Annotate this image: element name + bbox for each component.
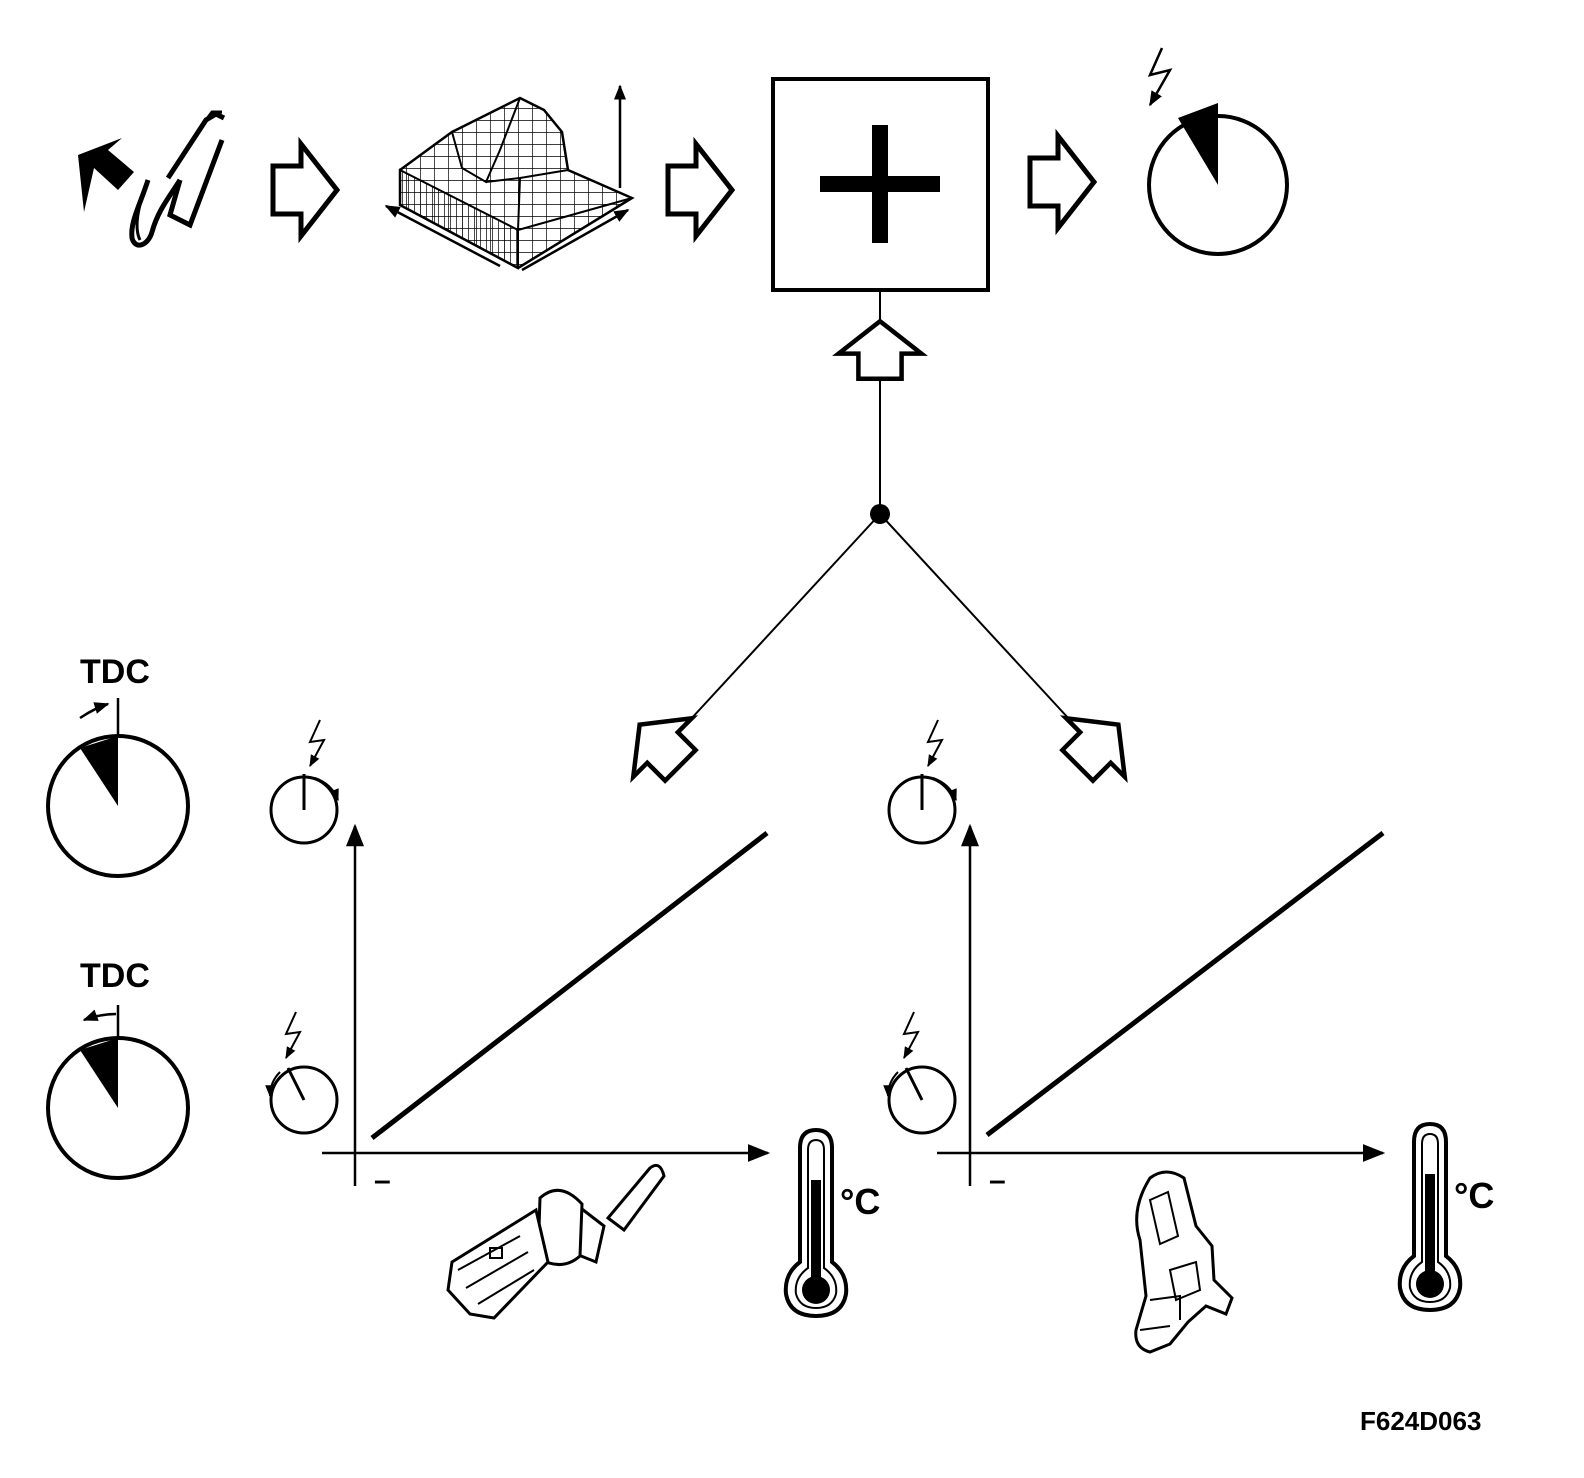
connector-lines bbox=[689, 290, 1071, 721]
tdc-label-bottom: TDC bbox=[80, 957, 150, 995]
air-temperature-sensor-icon bbox=[1134, 1170, 1234, 1354]
minus-label-right: – bbox=[989, 1164, 1006, 1197]
minus-label-left: – bbox=[374, 1164, 391, 1197]
crank-tdc-advance-dial-icon: TDC bbox=[46, 653, 190, 878]
small-advance-dial-icon bbox=[269, 719, 339, 845]
flow-arrow-left-correction bbox=[610, 695, 709, 794]
sum-block-icon bbox=[771, 77, 990, 292]
figure-reference: F624D063 bbox=[1360, 1406, 1481, 1436]
thermometer-icon: °C bbox=[783, 1127, 880, 1319]
flow-arrow-3 bbox=[1030, 136, 1094, 228]
ignition-map-3d-icon bbox=[384, 84, 635, 272]
small-retard-dial-icon bbox=[883, 1011, 957, 1135]
air-correction-graph: – bbox=[883, 719, 1386, 1197]
tdc-label-top: TDC bbox=[80, 653, 150, 691]
thermometer-icon: °C bbox=[1397, 1121, 1494, 1313]
accelerator-pedal-icon bbox=[78, 110, 226, 248]
ignition-advance-dial-icon bbox=[1147, 47, 1289, 256]
flow-arrow-2 bbox=[668, 144, 732, 236]
degree-label-right: °C bbox=[1454, 1175, 1494, 1216]
degree-label-left: °C bbox=[840, 1181, 880, 1222]
small-retard-dial-icon bbox=[265, 1011, 339, 1135]
coolant-correction-graph: – bbox=[265, 719, 771, 1197]
flow-arrow-up bbox=[839, 321, 922, 379]
coolant-temperature-sensor-icon bbox=[446, 1163, 666, 1320]
flow-arrow-1 bbox=[273, 144, 337, 236]
crank-tdc-retard-dial-icon: TDC bbox=[46, 957, 190, 1180]
flow-arrow-right-correction bbox=[1048, 695, 1147, 794]
small-advance-dial-icon bbox=[887, 719, 957, 845]
